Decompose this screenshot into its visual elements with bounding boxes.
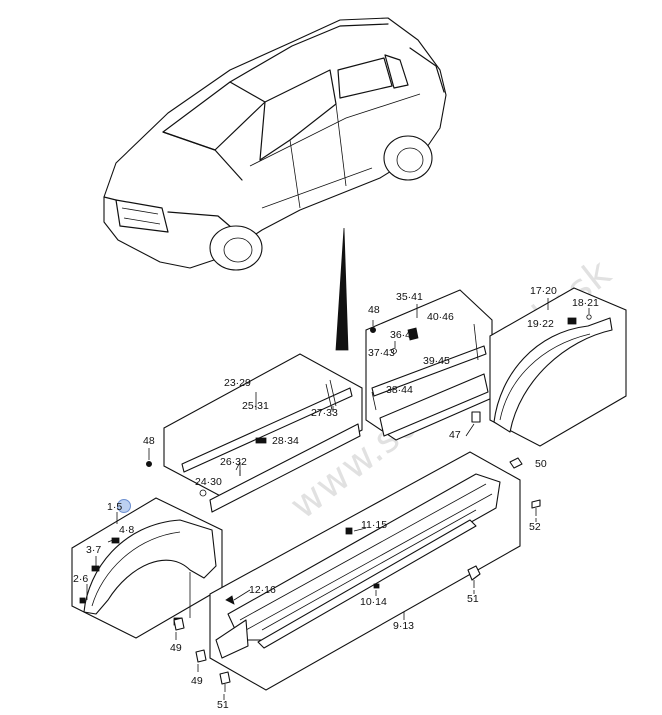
rear-door-molding-group — [365, 289, 493, 441]
label-12-16: 12·16 — [249, 584, 276, 596]
label-35-41: 35·41 — [396, 291, 423, 303]
car-illustration — [103, 17, 447, 271]
fastener-51-right — [467, 565, 481, 588]
label-1-5: 1·5 — [107, 501, 122, 513]
label-2-6: 2·6 — [73, 573, 88, 585]
clip-48-top — [369, 326, 376, 333]
fastener-49-upper — [173, 617, 185, 631]
label-25-31: 25·31 — [242, 400, 269, 412]
label-10-14: 10·14 — [360, 596, 387, 608]
label-9-13: 9·13 — [393, 620, 414, 632]
label-48-left: 48 — [143, 435, 155, 447]
label-39-45: 39·45 — [423, 355, 450, 367]
label-40-46: 40·46 — [427, 311, 454, 323]
fastener-49-lower — [195, 649, 207, 663]
label-24-30: 24·30 — [195, 476, 222, 488]
label-19-22: 19·22 — [527, 318, 554, 330]
label-27-33: 27·33 — [311, 407, 338, 419]
front-arch-group — [71, 497, 223, 639]
label-23-29: 23·29 — [224, 377, 251, 389]
label-49-lower: 49 — [191, 675, 203, 687]
side-sill-group — [209, 451, 521, 691]
label-48-top: 48 — [368, 304, 380, 316]
label-36-42: 36·42 — [390, 329, 417, 341]
highlight-marker — [117, 499, 131, 513]
label-49-upper: 49 — [170, 642, 182, 654]
pointer-wedge — [335, 227, 349, 351]
label-50: 50 — [535, 458, 547, 470]
leader-lines — [86, 298, 590, 700]
clip-48-left — [145, 460, 152, 467]
fastener-52 — [531, 499, 541, 516]
label-52: 52 — [529, 521, 541, 533]
label-17-20: 17·20 — [530, 285, 557, 297]
label-37-43: 37·43 — [368, 347, 395, 359]
label-28-34: 28·34 — [272, 435, 299, 447]
label-4-8: 4·8 — [119, 524, 134, 536]
label-51-right: 51 — [467, 593, 479, 605]
label-26-32: 26·32 — [220, 456, 247, 468]
label-47: 47 — [449, 429, 461, 441]
label-38-44: 38·44 — [386, 384, 413, 396]
label-18-21: 18·21 — [572, 297, 599, 309]
fastener-50 — [509, 457, 523, 469]
label-3-7: 3·7 — [86, 544, 101, 556]
front-door-molding-group — [163, 353, 363, 513]
rear-arch-group — [489, 287, 627, 447]
label-51-left: 51 — [217, 699, 229, 711]
label-11-15: 11·15 — [361, 519, 387, 531]
fastener-51-left — [219, 671, 231, 692]
